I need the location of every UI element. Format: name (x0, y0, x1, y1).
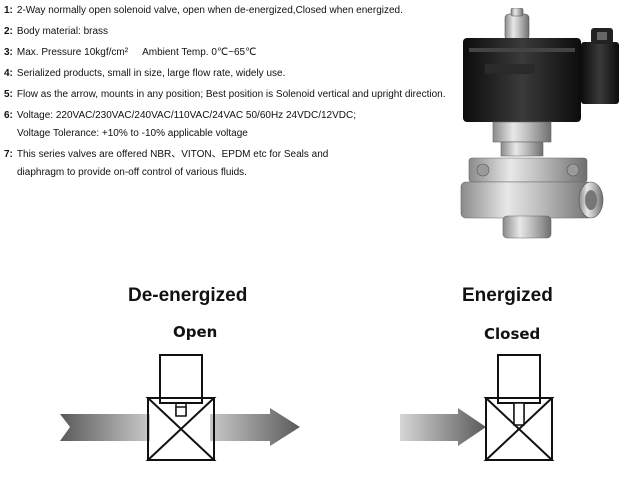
valve-flow-diagram (60, 354, 555, 461)
spec-item: 5:Flow as the arrow, mounts in any posit… (4, 88, 464, 101)
spec-text: Max. Pressure 10kgf/cm² (16, 47, 129, 58)
spec-number: 4: (4, 68, 13, 79)
spec-item: 4:Serialized products, small in size, la… (4, 67, 464, 80)
plunger-closed (513, 402, 525, 426)
spec-text: This series valves are offered NBR、VITON… (16, 149, 329, 160)
energized-title: Energized (462, 285, 553, 306)
spec-item: 6:Voltage: 220VAC/230VAC/240VAC/110VAC/2… (4, 109, 464, 140)
spec-number: 6: (4, 110, 13, 121)
spec-item: 3:Max. Pressure 10kgf/cm² Ambient Temp. 0… (4, 46, 464, 59)
outlet-arrow (210, 408, 300, 446)
closed-valve-symbol (400, 354, 555, 461)
solenoid-valve-image (460, 8, 619, 239)
closed-label: Closed (484, 325, 541, 343)
spec-list: 1:2-Way normally open solenoid valve, op… (4, 4, 464, 187)
solenoid-coil (159, 354, 203, 404)
spec-item: 1:2-Way normally open solenoid valve, op… (4, 4, 464, 17)
spec-number: 3: (4, 47, 13, 58)
spec-text: Body material: brass (16, 26, 109, 37)
spec-number: 2: (4, 26, 13, 37)
solenoid-coil-closed (497, 354, 541, 404)
spec-text: 2-Way normally open solenoid valve, open… (16, 5, 403, 16)
spec-subtext: Voltage Tolerance: +10% to -10% applicab… (17, 128, 248, 139)
spec-extra: Ambient Temp. 0℃~65℃ (142, 47, 257, 58)
open-valve-symbol (60, 354, 300, 461)
spec-number: 7: (4, 149, 13, 160)
spec-item: 2:Body material: brass (4, 25, 464, 38)
spec-text: Voltage: 220VAC/230VAC/240VAC/110VAC/24V… (16, 110, 356, 121)
inlet-arrow (60, 414, 150, 441)
spec-text: Serialized products, small in size, larg… (16, 68, 286, 79)
plunger-open (175, 406, 187, 417)
de-energized-title: De-energized (128, 285, 248, 306)
spec-subtext: diaphragm to provide on-off control of v… (17, 167, 247, 178)
spec-text: Flow as the arrow, mounts in any positio… (16, 89, 446, 100)
spec-number: 5: (4, 89, 13, 100)
spec-number: 1: (4, 5, 13, 16)
spec-item: 7:This series valves are offered NBR、VIT… (4, 148, 464, 179)
inlet-arrow-closed (400, 408, 486, 446)
open-label: Open (173, 323, 218, 341)
